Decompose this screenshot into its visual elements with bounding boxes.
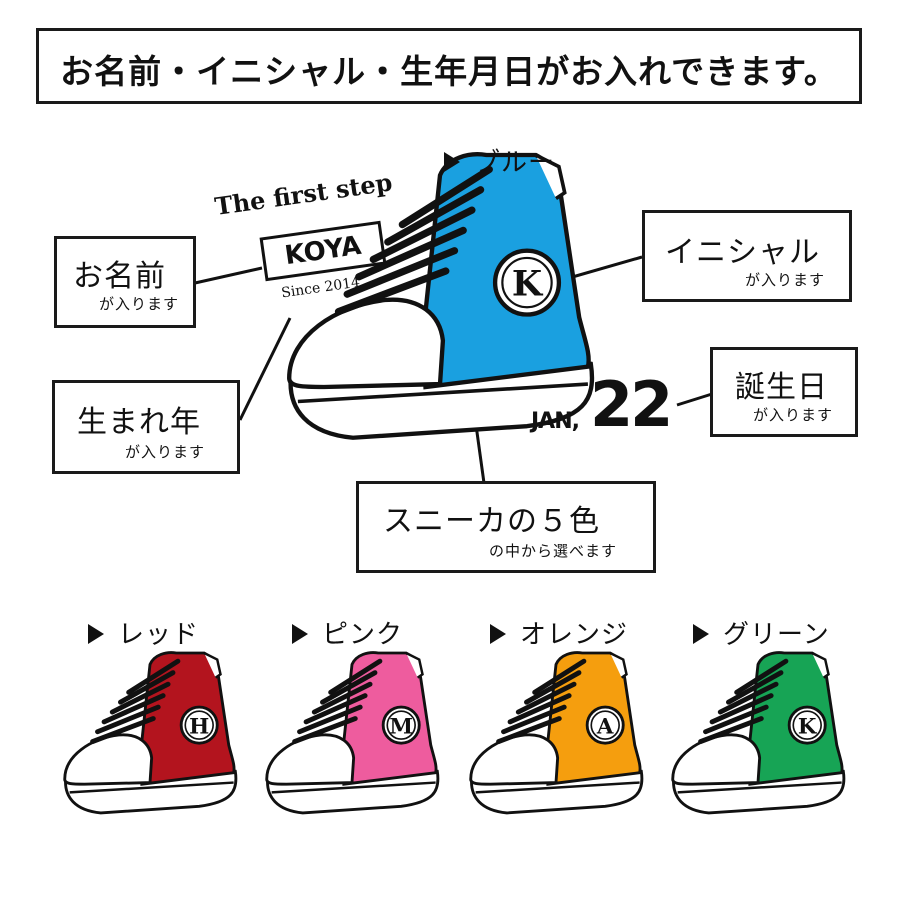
header-box: お名前・イニシャル・生年月日がお入れできます。 bbox=[36, 28, 862, 104]
callout-birthday: 誕生日 が入ります bbox=[710, 347, 858, 437]
variant-label-red: レッド bbox=[88, 614, 199, 651]
svg-text:K: K bbox=[798, 714, 818, 739]
variant-label-pink: ピンク bbox=[292, 614, 403, 651]
main-sneaker-shape: K bbox=[287, 152, 595, 440]
svg-text:M: M bbox=[389, 714, 413, 739]
birth-day: 22 bbox=[590, 368, 673, 441]
play-triangle-icon bbox=[88, 624, 104, 644]
header-title: お名前・イニシャル・生年月日がお入れできます。 bbox=[60, 52, 838, 91]
callout-colors: スニーカの５色 の中から選べます bbox=[356, 481, 656, 573]
callout-name: お名前 が入ります bbox=[54, 236, 196, 328]
callout-initial: イニシャル が入ります bbox=[642, 210, 852, 302]
variant-sneaker-pink: M bbox=[265, 651, 440, 815]
svg-text:A: A bbox=[596, 714, 614, 739]
play-triangle-icon bbox=[693, 624, 709, 644]
birth-month: JAN, bbox=[531, 409, 580, 434]
variant-sneaker-orange: A bbox=[469, 651, 644, 815]
variant-sneaker-red: H bbox=[63, 651, 238, 815]
play-triangle-icon bbox=[490, 624, 506, 644]
svg-text:H: H bbox=[189, 714, 209, 739]
play-triangle-icon bbox=[444, 152, 460, 172]
callout-year: 生まれ年 が入ります bbox=[52, 380, 240, 474]
main-color-label: ブルー bbox=[444, 142, 555, 179]
variant-label-green: グリーン bbox=[693, 614, 830, 651]
play-triangle-icon bbox=[292, 624, 308, 644]
variant-sneaker-green: K bbox=[671, 651, 846, 815]
variant-label-orange: オレンジ bbox=[490, 614, 628, 651]
svg-text:K: K bbox=[512, 264, 544, 305]
